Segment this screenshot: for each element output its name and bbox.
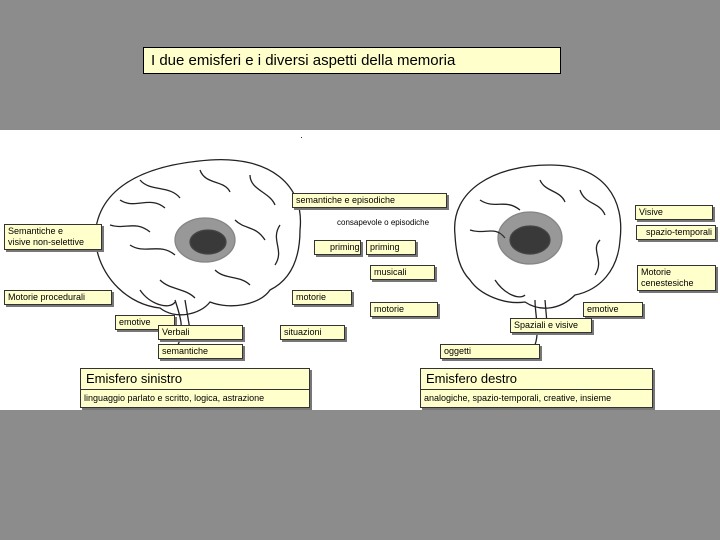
label-analogiche: analogiche, spazio-temporali, creative, … <box>420 389 653 408</box>
label-motorie-center: motorie <box>370 302 438 317</box>
brains-illustration <box>94 159 622 346</box>
label-priming-left: priming <box>314 240 361 255</box>
label-motorie-procedurali: Motorie procedurali <box>4 290 112 305</box>
right-brain <box>454 164 622 346</box>
label-motorie-cenestesiche: Motorie cenestesiche <box>637 265 716 291</box>
left-brain <box>94 159 302 346</box>
label-visive: Visive <box>635 205 713 220</box>
label-oggetti: oggetti <box>440 344 540 359</box>
label-emotive-right: emotive <box>583 302 643 317</box>
label-spazio-temporali: spazio-temporali <box>636 225 716 240</box>
label-spaziali-visive: Spaziali e visive <box>510 318 592 333</box>
label-emisfero-sinistro: Emisfero sinistro <box>80 368 310 390</box>
label-motorie-left: motorie <box>292 290 352 305</box>
label-semantiche-visive: Semantiche e visive non-selettive <box>4 224 102 250</box>
speck: · <box>300 132 303 142</box>
page-title: I due emisferi e i diversi aspetti della… <box>143 47 561 74</box>
label-musicali: musicali <box>370 265 435 280</box>
label-emisfero-destro: Emisfero destro <box>420 368 653 390</box>
label-linguaggio: linguaggio parlato e scritto, logica, as… <box>80 389 310 408</box>
label-situazioni: situazioni <box>280 325 345 340</box>
label-priming-right: priming <box>366 240 416 255</box>
right-brain-caption: consapevole o episodiche <box>337 218 430 227</box>
label-verbali: Verbali <box>158 325 243 340</box>
label-semantiche: semantiche <box>158 344 243 359</box>
diagram-panel: consapevole o episodiche · <box>0 130 720 410</box>
label-semantiche-episodiche: semantiche e episodiche <box>292 193 447 208</box>
